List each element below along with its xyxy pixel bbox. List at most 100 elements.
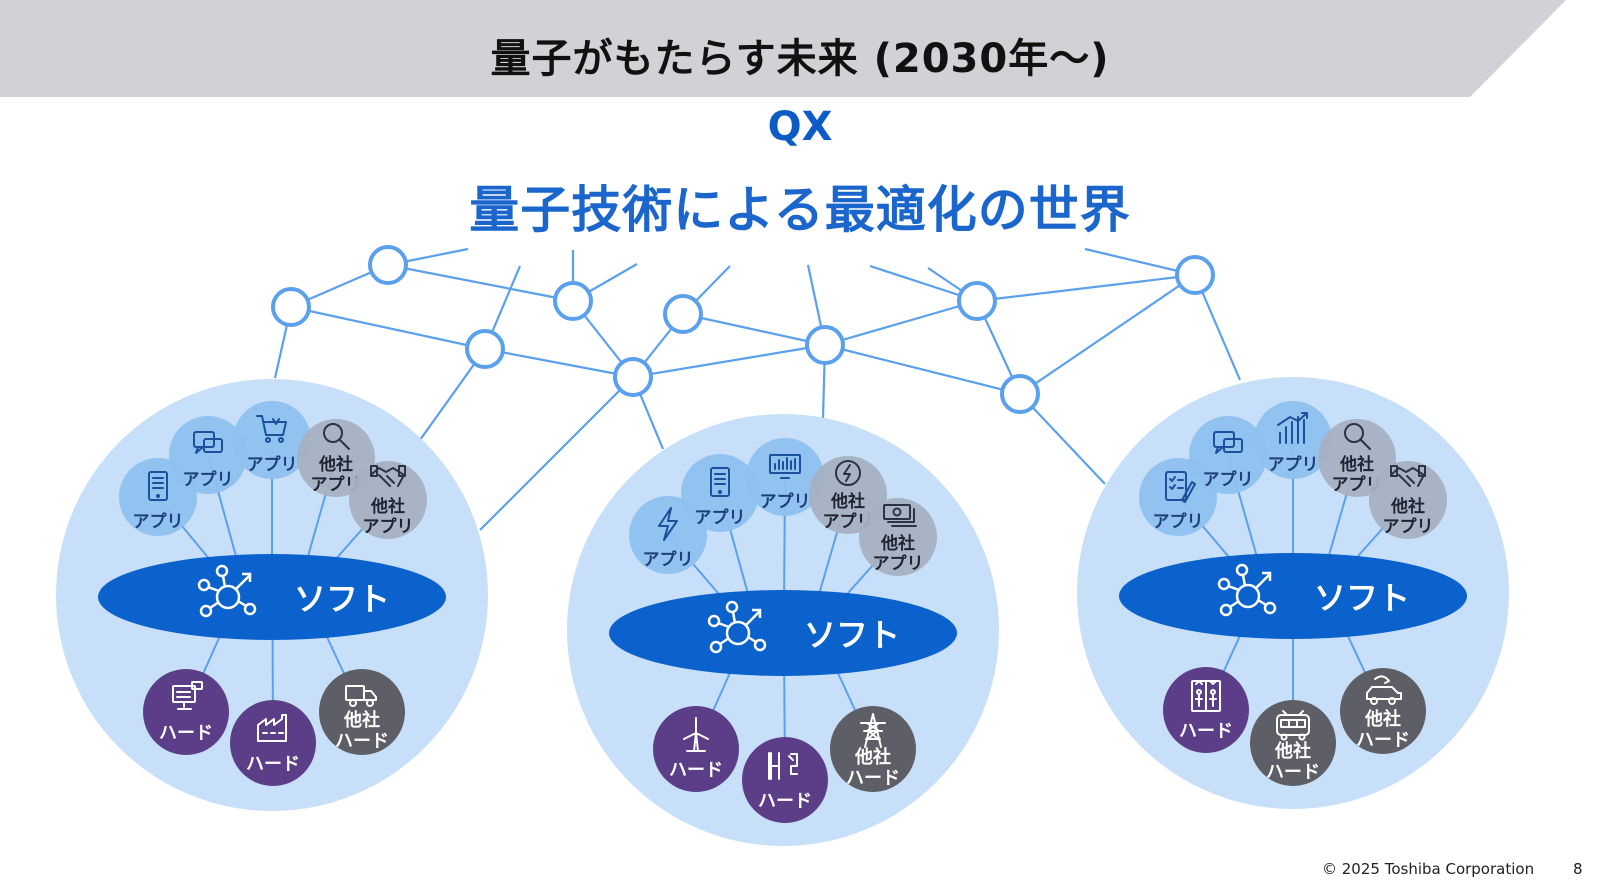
app-label: アプリ bbox=[1268, 454, 1319, 475]
soft-ellipse bbox=[1119, 553, 1467, 639]
network-hub-icon bbox=[1217, 563, 1277, 617]
soft-label: ソフト bbox=[1314, 579, 1410, 617]
elevator-icon bbox=[1191, 680, 1221, 712]
network-hub-icon bbox=[707, 600, 767, 654]
ecosystem-group: アプリアプリアプリ他社アプリ他社アプリソフトハードハード他社ハード bbox=[56, 379, 488, 811]
app-bubble[interactable]: アプリ bbox=[233, 401, 311, 479]
other-app-label-line1: 他社 bbox=[880, 533, 915, 554]
hard-circle-bg bbox=[230, 700, 316, 786]
wind-turbine-icon bbox=[683, 717, 709, 752]
soft-platform[interactable]: ソフト bbox=[98, 554, 446, 640]
other-app-label-line1: 他社 bbox=[318, 454, 353, 475]
other-app-label-line1: 他社 bbox=[830, 491, 865, 512]
network-link bbox=[479, 376, 634, 531]
other-hard-label-line2: ハード bbox=[1266, 762, 1320, 783]
header-band bbox=[0, 0, 1566, 97]
app-bubble[interactable]: アプリ bbox=[681, 454, 759, 532]
hydrogen-icon bbox=[768, 752, 798, 780]
checklist-icon bbox=[1165, 471, 1196, 503]
app-bubble-circle bbox=[169, 416, 247, 494]
power-cycle-icon bbox=[835, 460, 861, 486]
network-node bbox=[271, 287, 311, 327]
soft-platform[interactable]: ソフト bbox=[609, 590, 957, 676]
hard-circle[interactable]: ハード bbox=[143, 669, 229, 755]
network-link bbox=[976, 273, 1196, 303]
hard-label: ハード bbox=[758, 791, 812, 812]
network-link bbox=[290, 305, 486, 351]
hard-circle[interactable]: ハード bbox=[742, 737, 828, 823]
money-icon bbox=[883, 504, 917, 527]
network-hub-icon bbox=[197, 564, 257, 618]
other-app-label-line2: アプリ bbox=[363, 516, 414, 537]
hard-circle[interactable]: ハード bbox=[230, 700, 316, 786]
soft-platform[interactable]: ソフト bbox=[1119, 553, 1467, 639]
network-node bbox=[613, 357, 653, 397]
network-node bbox=[465, 329, 505, 369]
app-bubble[interactable]: アプリ bbox=[629, 496, 707, 574]
app-label: アプリ bbox=[133, 511, 184, 532]
truck-icon bbox=[345, 685, 377, 707]
other-hard-label-line1: 他社 bbox=[1274, 740, 1311, 762]
other-app-label-line1: 他社 bbox=[370, 496, 405, 517]
app-bubble-circle bbox=[233, 401, 311, 479]
other-app-label-line2: アプリ bbox=[1383, 516, 1434, 537]
factory-icon bbox=[257, 714, 287, 742]
app-label: アプリ bbox=[643, 549, 694, 570]
chat-icon bbox=[1213, 431, 1243, 454]
app-label: アプリ bbox=[247, 454, 298, 475]
app-bubble[interactable]: アプリ bbox=[1254, 401, 1332, 479]
tablet-icon bbox=[148, 471, 168, 501]
app-label: アプリ bbox=[1153, 511, 1204, 532]
bar-chart-icon bbox=[1277, 412, 1308, 444]
subtitle-main: 量子技術による最適化の世界 bbox=[469, 181, 1131, 239]
monitor-chart-icon bbox=[769, 454, 801, 479]
handshake-icon bbox=[370, 465, 406, 487]
page-number: 8 bbox=[1573, 860, 1583, 878]
soft-label: ソフト bbox=[294, 580, 390, 618]
subtitle-qx: QX bbox=[767, 104, 833, 150]
network-link bbox=[387, 263, 574, 303]
network-link bbox=[824, 299, 978, 347]
network-link bbox=[1019, 274, 1196, 395]
computer-icon bbox=[172, 681, 203, 710]
soft-ellipse bbox=[609, 590, 957, 676]
network-node bbox=[663, 294, 703, 334]
network-nodes bbox=[271, 245, 1215, 414]
other-app-label-line2: アプリ bbox=[873, 553, 924, 574]
app-bubble[interactable]: アプリ bbox=[746, 438, 824, 516]
ecosystem-group: アプリアプリアプリ他社アプリ他社アプリソフトハード他社ハード他社ハード bbox=[1077, 377, 1509, 809]
chat-icon bbox=[193, 431, 223, 454]
hard-circle-bg bbox=[742, 737, 828, 823]
network-node bbox=[805, 325, 845, 365]
app-bubble[interactable]: アプリ bbox=[1189, 416, 1267, 494]
search-icon bbox=[323, 423, 350, 450]
other-app-label-line1: 他社 bbox=[1390, 496, 1425, 517]
lightning-icon bbox=[658, 507, 678, 541]
soft-label: ソフト bbox=[804, 616, 900, 654]
app-label: アプリ bbox=[760, 491, 811, 512]
app-label: アプリ bbox=[695, 507, 746, 528]
app-bubble[interactable]: アプリ bbox=[169, 416, 247, 494]
hard-circle[interactable]: ハード bbox=[653, 706, 739, 792]
other-hard-label-line1: 他社 bbox=[854, 746, 891, 768]
network-node bbox=[1175, 255, 1215, 295]
hard-circle[interactable]: ハード bbox=[1163, 667, 1249, 753]
copyright: © 2025 Toshiba Corporation bbox=[1322, 860, 1535, 878]
network-node bbox=[1000, 374, 1040, 414]
hard-label: ハード bbox=[669, 760, 723, 781]
other-hard-circle-bg bbox=[830, 706, 916, 792]
other-hard-label-line2: ハード bbox=[846, 768, 900, 789]
power-tower-icon bbox=[860, 713, 886, 748]
network-link bbox=[682, 312, 826, 347]
cart-icon bbox=[256, 415, 287, 443]
network-link bbox=[484, 347, 634, 379]
